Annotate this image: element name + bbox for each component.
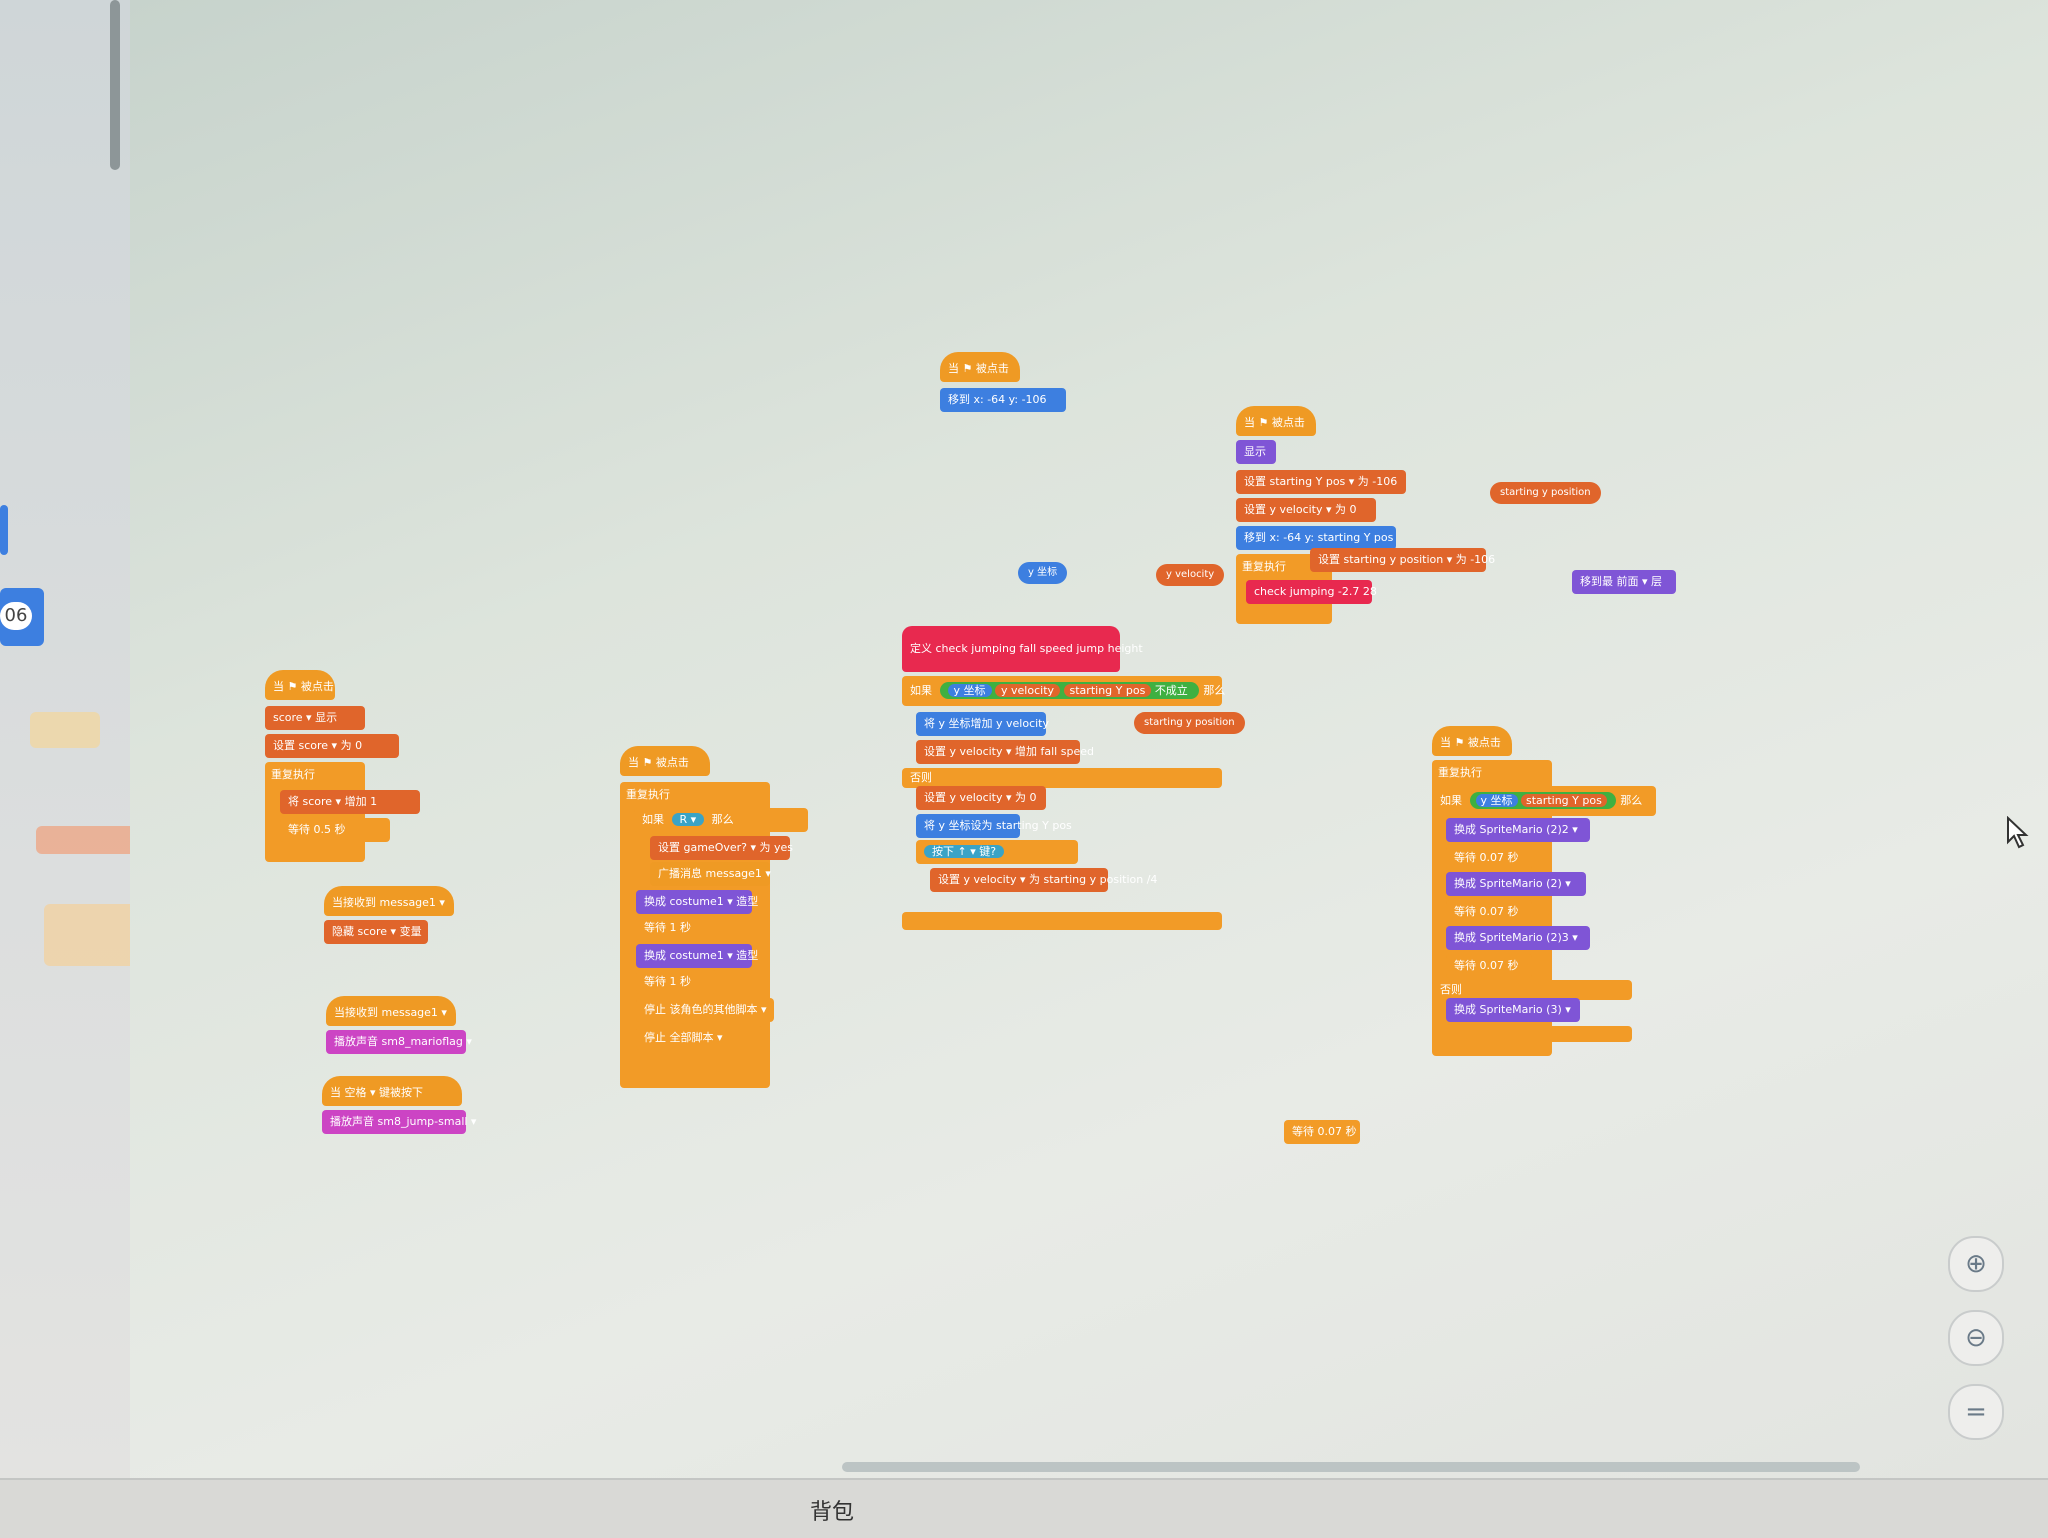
switch-costume-block[interactable]: 换成 costume1 ▾ 造型 <box>636 944 758 968</box>
when-key-pressed-hat[interactable]: 当 空格 ▾ 键被按下 <box>322 1076 462 1106</box>
set-y-block[interactable]: 将 y 坐标设为 starting Y pos <box>916 814 1072 838</box>
show-label: 显示 <box>315 711 338 724</box>
set-yvelocity-block[interactable]: 设置 y velocity ▾ 为 0 <box>916 786 1046 810</box>
play-sound-block[interactable]: 播放声音 sm8_marioflag ▾ <box>326 1030 472 1054</box>
block-palette-edge: 06 <box>0 0 148 1478</box>
key-pressed-condition[interactable]: R ▾ <box>671 813 705 826</box>
when-receive-hat[interactable]: 当接收到 message1 ▾ <box>326 996 456 1026</box>
palette-block-faded-2 <box>36 826 140 854</box>
if-block[interactable]: 按下 ↑ ▾ 键? <box>916 840 1078 864</box>
starting-ypos-reporter[interactable]: starting Y pos <box>1521 794 1607 807</box>
forever-label: 重复执行 <box>271 768 315 781</box>
backpack-label[interactable]: 背包 <box>810 1500 855 1525</box>
script-workspace[interactable]: 当 ⚑ 被点击 score ▾ 显示 设置 score ▾ 为 0 重复执行 将… <box>130 0 2048 1478</box>
goto-xy-block[interactable]: 移到 x: -64 y: -106 <box>940 388 1066 412</box>
switch-costume-block[interactable]: 换成 SpriteMario (3) ▾ <box>1446 998 1580 1022</box>
then-label: 那么 <box>711 813 734 826</box>
change-yvelocity-block[interactable]: 设置 y velocity ▾ 增加 fall speed <box>916 740 1094 764</box>
when-flag-clicked-hat[interactable]: 当 ⚑ 被点击 <box>620 746 710 776</box>
if-label: 如果 <box>642 813 664 826</box>
palette-value-badge[interactable]: 06 <box>0 588 44 646</box>
set-yvelocity-jump-block[interactable]: 设置 y velocity ▾ 为 starting y position /4 <box>930 868 1157 892</box>
palette-block-faded-1 <box>30 712 100 748</box>
set-starting-yposition-block[interactable]: 设置 starting y position ▾ 为 -106 <box>1310 548 1495 572</box>
palette-selected-tab[interactable] <box>0 505 8 555</box>
forever-label: 重复执行 <box>1242 560 1286 573</box>
goto-xy-block[interactable]: 移到 x: -64 y: starting Y pos <box>1236 526 1396 550</box>
change-y-block[interactable]: 将 y 坐标增加 y velocity <box>916 712 1049 736</box>
wait-block[interactable]: 等待 0.07 秒 <box>1446 954 1532 978</box>
switch-costume-block[interactable]: 换成 SpriteMario (2) ▾ <box>1446 872 1586 896</box>
wait-block[interactable]: 等待 1 秒 <box>636 970 716 994</box>
zoom-reset-button[interactable]: = <box>1948 1384 2004 1440</box>
show-block[interactable]: 显示 <box>1236 440 1276 464</box>
y-position-reporter[interactable]: y 坐标 <box>1018 562 1068 584</box>
when-receive-hat[interactable]: 当接收到 message1 ▾ <box>324 886 454 916</box>
hide-variable-block[interactable]: 隐藏 score ▾ 变量 <box>324 920 428 944</box>
set-yvelocity-block[interactable]: 设置 y velocity ▾ 为 0 <box>1236 498 1376 522</box>
y-velocity-reporter[interactable]: y velocity <box>1156 564 1225 586</box>
else-label: 否则 <box>902 768 1222 788</box>
backpack-bar[interactable]: 背包 <box>0 1478 2048 1538</box>
else-label: 否则 <box>1432 980 1632 1000</box>
then-label: 那么 <box>1620 794 1643 807</box>
if-label: 如果 <box>1440 794 1462 807</box>
wait-block[interactable]: 等待 0.07 秒 <box>1446 846 1532 870</box>
show-score-label: score ▾ <box>273 711 312 724</box>
set-starting-ypos-block[interactable]: 设置 starting Y pos ▾ 为 -106 <box>1236 470 1406 494</box>
if-else-block[interactable]: 如果 y 坐标 starting Y pos 那么 <box>1432 786 1656 816</box>
wait-block[interactable]: 等待 0.5 秒 <box>280 818 390 842</box>
play-sound-block[interactable]: 播放声音 sm8_jump-small ▾ <box>322 1110 476 1134</box>
forever-label: 重复执行 <box>626 788 670 801</box>
if-block[interactable]: 如果 R ▾ 那么 <box>634 808 808 832</box>
palette-value-text: 06 <box>0 602 32 630</box>
horizontal-scrollbar[interactable] <box>842 1462 1860 1472</box>
y-position-reporter[interactable]: y 坐标 <box>947 684 992 697</box>
key-up-condition[interactable]: 按下 ↑ ▾ 键? <box>924 845 1005 858</box>
stop-block[interactable]: 停止 全部脚本 ▾ <box>636 1026 762 1050</box>
zoom-in-icon: ⊕ <box>1965 1249 1987 1279</box>
set-gameover-block[interactable]: 设置 gameOver? ▾ 为 yes <box>650 836 793 860</box>
set-score-block[interactable]: 设置 score ▾ 为 0 <box>265 734 399 758</box>
y-position-reporter[interactable]: y 坐标 <box>1475 794 1518 807</box>
if-else-block[interactable]: 如果 y 坐标 y velocity starting Y pos 不成立 那么 <box>902 676 1226 706</box>
when-flag-clicked-hat[interactable]: 当 ⚑ 被点击 <box>940 352 1020 382</box>
wait-block[interactable]: 等待 0.07 秒 <box>1284 1120 1360 1144</box>
if-label: 如果 <box>910 684 932 697</box>
when-flag-clicked-hat[interactable]: 当 ⚑ 被点击 <box>265 670 335 700</box>
forever-label: 重复执行 <box>1438 766 1482 779</box>
not-condition[interactable]: y 坐标 y velocity starting Y pos 不成立 <box>939 682 1200 699</box>
when-flag-clicked-hat[interactable]: 当 ⚑ 被点击 <box>1432 726 1512 756</box>
zoom-in-button[interactable]: ⊕ <box>1948 1236 2004 1292</box>
show-score-block[interactable]: score ▾ 显示 <box>265 706 365 730</box>
key-option[interactable]: R ▾ <box>679 813 697 826</box>
zoom-out-icon: ⊖ <box>1965 1323 1987 1353</box>
mouse-cursor-icon <box>2007 816 2029 849</box>
zoom-reset-icon: = <box>1965 1397 1987 1427</box>
y-velocity-reporter[interactable]: y velocity <box>995 684 1061 697</box>
starting-ypos-reporter[interactable]: starting Y pos <box>1063 684 1152 697</box>
wait-block[interactable]: 等待 1 秒 <box>636 916 716 940</box>
check-jumping-call[interactable]: check jumping -2.7 28 <box>1246 580 1377 604</box>
stop-block[interactable]: 停止 该角色的其他脚本 ▾ <box>636 998 774 1022</box>
define-check-jumping[interactable]: 定义 check jumping fall speed jump height <box>902 626 1143 672</box>
compare-condition[interactable]: y 坐标 starting Y pos <box>1469 792 1617 809</box>
wait-block[interactable]: 等待 0.07 秒 <box>1446 900 1532 924</box>
then-label: 那么 <box>1203 684 1226 697</box>
palette-scrollbar[interactable] <box>110 0 120 170</box>
zoom-out-button[interactable]: ⊖ <box>1948 1310 2004 1366</box>
change-score-block[interactable]: 将 score ▾ 增加 1 <box>280 790 420 814</box>
if-else-footer <box>902 912 1222 930</box>
go-to-front-layer-block[interactable]: 移到最 前面 ▾ 层 <box>1572 570 1676 594</box>
switch-costume-block[interactable]: 换成 SpriteMario (2)2 ▾ <box>1446 818 1590 842</box>
starting-y-position-reporter[interactable]: starting y position <box>1490 482 1601 504</box>
starting-y-position-reporter[interactable]: starting y position <box>1134 712 1245 734</box>
not-label: 不成立 <box>1154 684 1188 697</box>
switch-costume-block[interactable]: 换成 costume1 ▾ 造型 <box>636 890 758 914</box>
if-else-footer <box>1432 1026 1632 1042</box>
broadcast-block[interactable]: 广播消息 message1 ▾ <box>650 862 771 886</box>
when-flag-clicked-hat[interactable]: 当 ⚑ 被点击 <box>1236 406 1316 436</box>
switch-costume-block[interactable]: 换成 SpriteMario (2)3 ▾ <box>1446 926 1590 950</box>
